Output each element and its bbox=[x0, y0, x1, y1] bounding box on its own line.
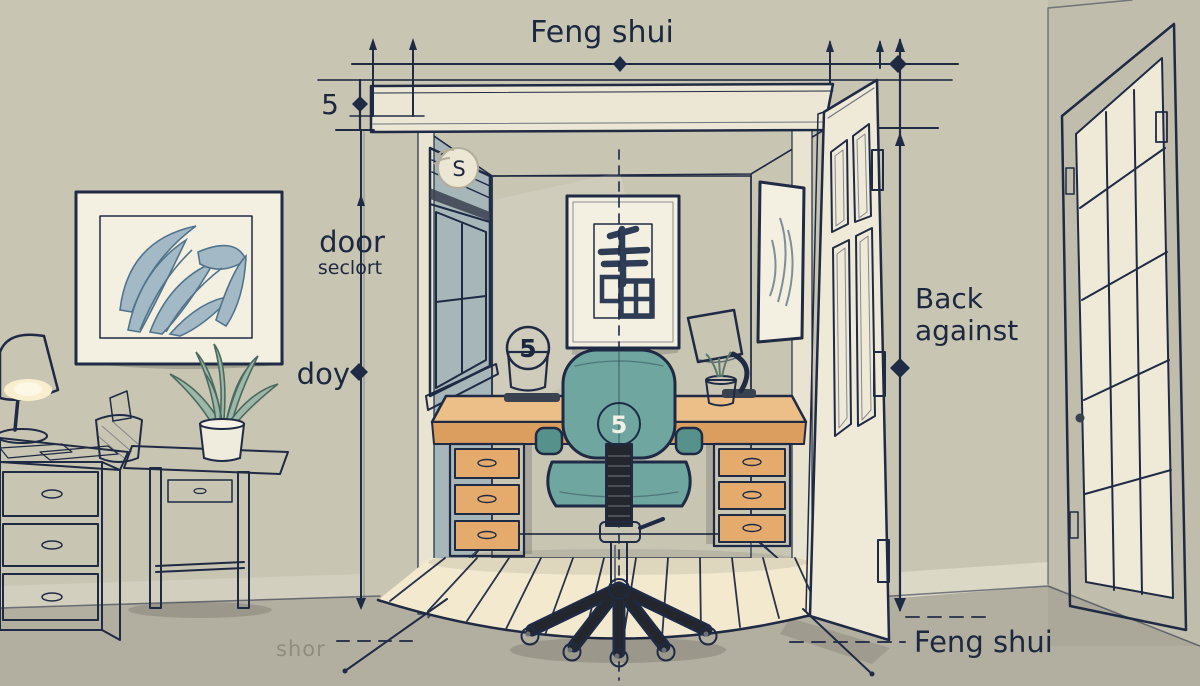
left-baseboard bbox=[0, 574, 360, 608]
against-label: against bbox=[915, 314, 1018, 347]
doy-label: doy bbox=[297, 357, 350, 391]
drawer-knob bbox=[477, 458, 497, 468]
bottom-right-label: Feng shui bbox=[914, 625, 1053, 659]
left-desk bbox=[0, 390, 143, 641]
calligraphy-glyph bbox=[597, 225, 655, 319]
drawer bbox=[718, 514, 786, 543]
door-hinge bbox=[871, 149, 884, 191]
door-hinge bbox=[1069, 511, 1079, 539]
glass-door bbox=[1060, 22, 1188, 632]
plant-pot bbox=[198, 423, 246, 462]
drawer bbox=[718, 448, 786, 477]
bottom-annotations: Feng shui shor bbox=[276, 598, 1053, 677]
chair-badge-number: 5 bbox=[611, 411, 628, 439]
drawer-knob bbox=[41, 489, 63, 499]
drawer bbox=[454, 484, 520, 515]
drawer bbox=[454, 448, 520, 479]
sketch-leaf bbox=[769, 217, 794, 307]
drawer-knob bbox=[41, 540, 63, 550]
door-knob bbox=[1075, 413, 1085, 423]
door-label: door bbox=[319, 225, 385, 259]
door-label-sub: seclort bbox=[318, 257, 382, 279]
door-latch-plate bbox=[873, 351, 886, 397]
desk-right-pedestal bbox=[712, 442, 792, 548]
door-panels bbox=[830, 123, 876, 437]
botanical-picture-frame bbox=[74, 190, 285, 370]
lamp-shade bbox=[0, 333, 60, 401]
alcove: S bbox=[363, 82, 860, 681]
top-label: Feng shui bbox=[530, 15, 674, 50]
papers bbox=[0, 443, 73, 459]
drawer-knob bbox=[742, 523, 762, 533]
wooden-desk: 5 bbox=[430, 308, 808, 558]
door-mullions-vertical bbox=[1105, 89, 1143, 595]
drawer bbox=[454, 520, 520, 551]
door-hinge bbox=[1065, 167, 1075, 195]
leaf-artwork bbox=[119, 225, 247, 337]
back-label: Back bbox=[915, 282, 984, 315]
potted-plant bbox=[169, 343, 279, 462]
lamp-shade bbox=[686, 308, 744, 364]
door-hinge bbox=[1155, 111, 1168, 143]
side-table bbox=[123, 343, 289, 618]
desk-canister: 5 bbox=[505, 325, 551, 392]
basket bbox=[95, 390, 143, 463]
pen-cup bbox=[705, 351, 737, 407]
chair-lever bbox=[638, 517, 665, 530]
chair-base bbox=[520, 578, 718, 668]
medallion-mark: S bbox=[452, 157, 465, 181]
drawer bbox=[2, 523, 99, 567]
canister-number: 5 bbox=[519, 334, 536, 363]
diamond-marker bbox=[889, 55, 907, 73]
casters bbox=[520, 626, 718, 668]
table-stretcher bbox=[155, 561, 245, 573]
alcove-window: S bbox=[425, 146, 499, 411]
narrow-picture-frame bbox=[756, 180, 806, 344]
chair-armrest bbox=[534, 426, 564, 456]
drawer-knob bbox=[742, 457, 762, 467]
notebook bbox=[39, 445, 119, 461]
desk-left-pedestal bbox=[448, 442, 526, 558]
drawer bbox=[2, 471, 99, 517]
table-leg bbox=[149, 467, 162, 609]
bottom-left-label: shor bbox=[276, 637, 326, 661]
drawer-knob bbox=[742, 490, 762, 500]
door-mullions-horizontal bbox=[1079, 147, 1172, 495]
drawer bbox=[2, 573, 99, 621]
header-beam bbox=[369, 82, 835, 134]
lamp-base bbox=[722, 389, 756, 398]
desk-tray bbox=[504, 393, 560, 402]
chair-badge bbox=[597, 402, 641, 446]
diamond-marker bbox=[352, 96, 368, 112]
left-desk-lamp bbox=[0, 333, 60, 444]
door-hinge bbox=[877, 539, 890, 583]
drawer bbox=[718, 481, 786, 510]
annotations: Feng shui 5 door seclort doy bbox=[276, 15, 1053, 677]
drawer-knob bbox=[477, 494, 497, 504]
height-dimension: 5 bbox=[321, 78, 375, 132]
room-corner bbox=[1047, 0, 1133, 585]
office-chair: 5 bbox=[510, 348, 726, 668]
window-panes bbox=[435, 211, 487, 389]
drawer-knob bbox=[477, 530, 497, 540]
height-value: 5 bbox=[321, 88, 339, 121]
window-sill bbox=[425, 363, 499, 411]
diamond-marker bbox=[350, 363, 368, 381]
plant-sprig bbox=[705, 351, 732, 378]
diamond-marker bbox=[613, 56, 627, 72]
left-dimension: door seclort doy bbox=[297, 129, 385, 610]
drawer-knob bbox=[41, 592, 63, 602]
chair-armrest bbox=[674, 426, 704, 456]
table-drawer bbox=[167, 479, 233, 503]
character-artwork bbox=[565, 194, 681, 358]
diamond-marker bbox=[890, 358, 910, 378]
right-dimension: Back against bbox=[877, 38, 1018, 612]
blind-stripe bbox=[430, 188, 490, 221]
